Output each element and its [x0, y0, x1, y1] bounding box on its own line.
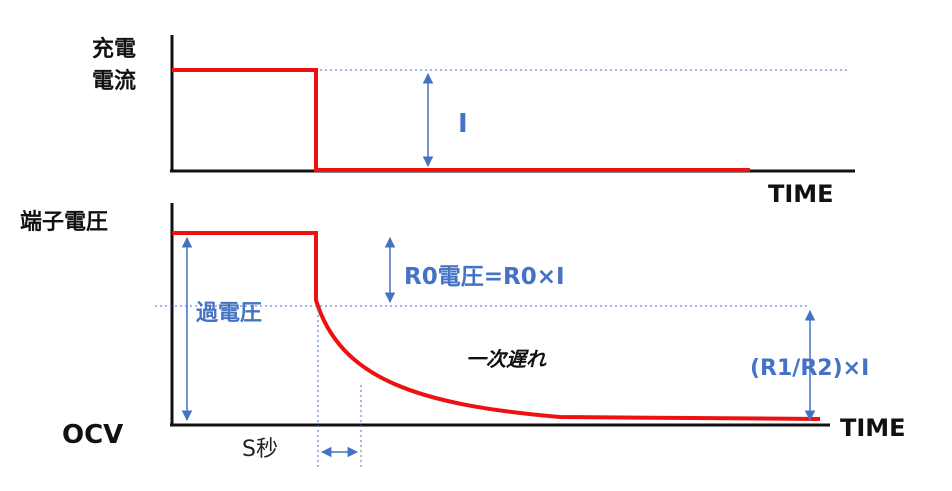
first-order-lag-label: 一次遅れ [466, 347, 547, 371]
r1r2-label: (R1/R2)×I [750, 356, 869, 381]
voltage-panel: 端子電圧 OCV 過電圧 R0電圧=R0×I 一次遅れ (R1/R2)×I TI… [20, 203, 906, 470]
voltage-signal-line [172, 231, 821, 421]
voltage-ylabel: 端子電圧 [20, 210, 108, 235]
r0-voltage-label: R0電圧=R0×I [404, 264, 565, 290]
current-label: I [458, 109, 468, 139]
ocv-label: OCV [62, 420, 123, 450]
current-ylabel-line2: 電流 [92, 68, 136, 94]
voltage-xlabel: TIME [840, 414, 906, 442]
overvoltage-label: 過電圧 [196, 300, 262, 326]
s-seconds-label: S秒 [242, 437, 278, 462]
current-signal-line [172, 68, 750, 172]
current-ylabel-line1: 充電 [92, 36, 136, 62]
current-panel: 充電 電流 I TIME [92, 35, 855, 208]
current-xlabel: TIME [768, 180, 834, 208]
